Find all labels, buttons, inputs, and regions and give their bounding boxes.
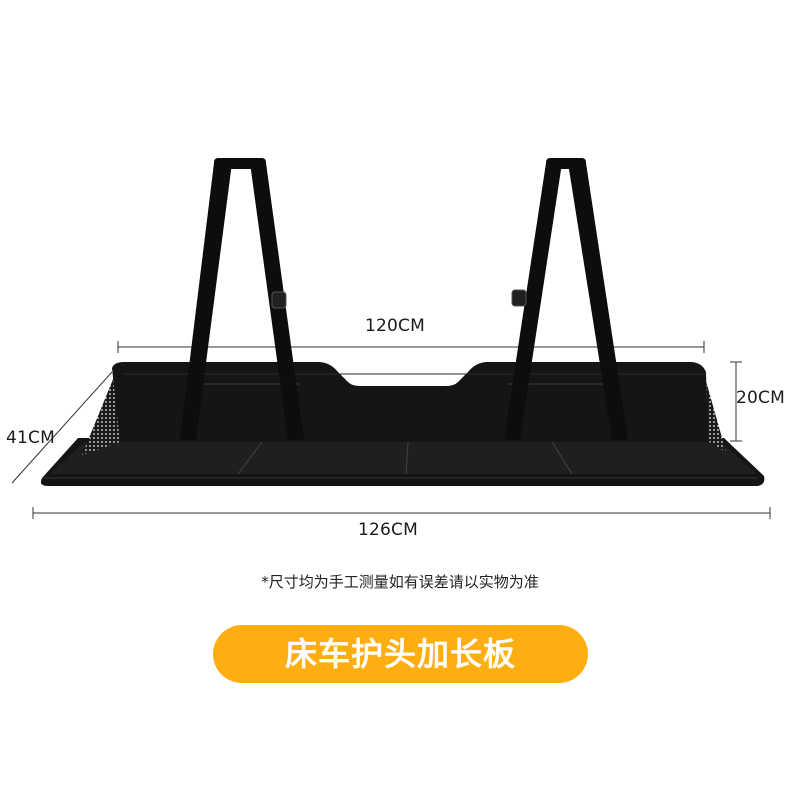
board-backrest xyxy=(112,362,708,442)
measurement-disclaimer: *尺寸均为手工测量如有误差请以实物为准 xyxy=(261,573,539,591)
mesh-side-pocket-right xyxy=(704,374,726,452)
mesh-side-pocket-left xyxy=(82,372,120,455)
depth-label: 41CM xyxy=(6,428,55,448)
hanging-strap-left xyxy=(180,158,304,440)
product-title-badge: 床车护头加长板 xyxy=(213,625,588,683)
height-label: 20CM xyxy=(736,388,785,408)
hanging-strap-right xyxy=(504,158,628,440)
product-title: 床车护头加长板 xyxy=(284,635,516,673)
dimension-line-depth xyxy=(11,371,113,484)
board-base xyxy=(40,438,765,486)
length-bottom-label: 126CM xyxy=(358,520,418,540)
length-top-label: 120CM xyxy=(365,316,425,336)
dimension-line-bottom xyxy=(32,507,771,519)
dimension-line-height xyxy=(730,361,742,442)
